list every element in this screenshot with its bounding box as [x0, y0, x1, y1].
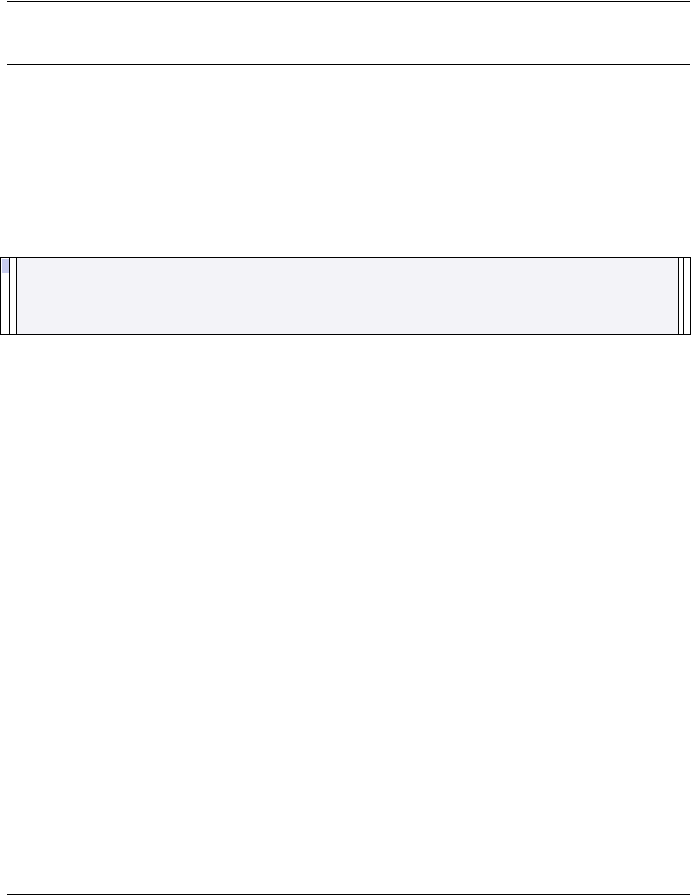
panel-left-bar: [0, 257, 10, 335]
panel-marker: [2, 259, 9, 273]
panel-right-divider: [683, 258, 684, 334]
top-rule: [7, 1, 690, 2]
panel-right-bar: [679, 257, 691, 335]
header-rule: [7, 64, 690, 65]
bordered-panel: [0, 257, 691, 335]
panel-left-gap: [10, 257, 17, 335]
panel-body: [17, 257, 679, 335]
bottom-rule: [7, 894, 690, 895]
